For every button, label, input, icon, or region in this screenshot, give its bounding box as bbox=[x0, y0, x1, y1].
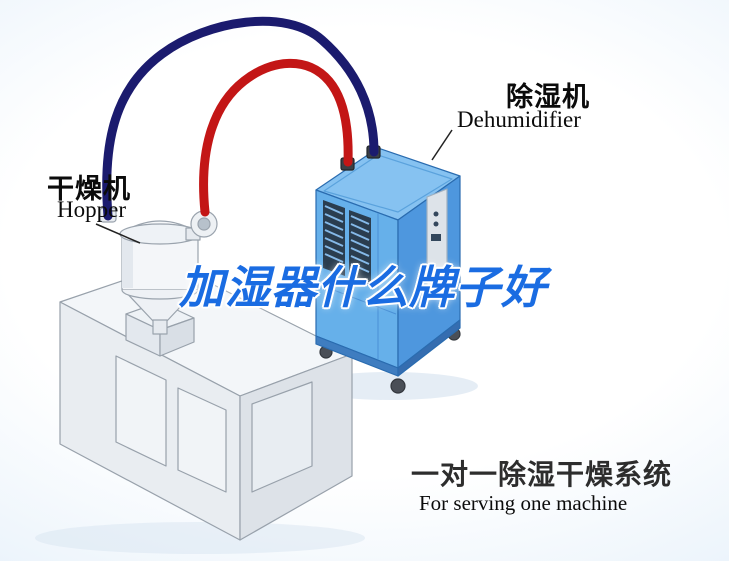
system-caption-cn: 一对一除湿干燥系统 bbox=[411, 459, 673, 490]
hopper-illustration bbox=[99, 207, 218, 335]
system-caption-en: For serving one machine bbox=[419, 491, 628, 515]
dryer-label-en: Hopper bbox=[57, 197, 126, 222]
navy-hose bbox=[102, 16, 379, 221]
air-grille bbox=[323, 200, 371, 286]
watermark-text: 加湿器什么牌子好 bbox=[179, 262, 548, 313]
control-panel bbox=[426, 188, 448, 302]
extruder-machine-illustration bbox=[59, 263, 353, 541]
red-hose bbox=[199, 58, 353, 217]
hopper-blower bbox=[185, 210, 218, 241]
dryer-label-cn: 干燥机 bbox=[47, 174, 131, 204]
dehumidifier-label-en: Dehumidifier bbox=[457, 107, 581, 132]
hopper-leader-line bbox=[95, 223, 141, 244]
dehumidifier-leader-line bbox=[431, 129, 453, 161]
dehumidifier-label-cn: 除湿机 bbox=[506, 82, 590, 112]
dehumidifier-illustration bbox=[315, 145, 461, 394]
air-grille-slats bbox=[324, 205, 370, 273]
